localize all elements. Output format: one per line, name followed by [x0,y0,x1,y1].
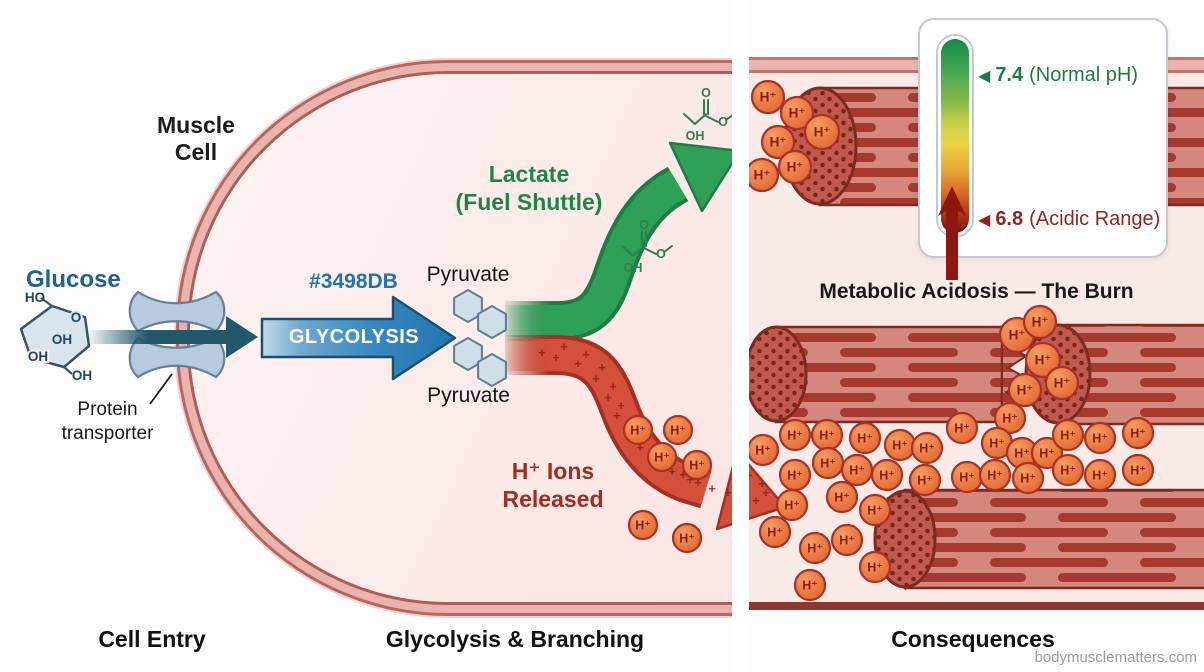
pyruvate-bottom-label: Pyruvate [427,384,510,407]
tissue-bottom-border [749,602,1204,610]
h-ions-label-line2: Released [502,486,604,513]
section-label-cell-entry: Cell Entry [98,626,206,652]
lactate-label-line2: (Fuel Shuttle) [455,189,603,216]
metabolic-acidosis-headline: Metabolic Acidosis — The Burn [819,280,1134,303]
muscle-cell-label: Muscle Cell [157,112,235,166]
section-label-consequences: Consequences [891,626,1055,652]
normal-ph-text: (Normal pH) [1029,64,1139,86]
glycolysis-arrow-label: GLYCOLYSIS [288,326,420,348]
section-label-glycolysis-branching: Glycolysis & Branching [385,626,645,652]
acidic-ph-pointer-icon: ◀ [978,211,991,229]
acidic-ph-marker: ◀6.8(Acidic Range) [978,208,1160,231]
hex-color-label: #3498DB [309,270,398,293]
lactate-label: Lactate (Fuel Shuttle) [429,160,629,216]
ph-gauge-thermometer [936,34,974,238]
lactate-label-line1: Lactate [488,161,570,187]
glucose-label: Glucose [26,266,121,293]
acidic-ph-value: 6.8 [995,208,1024,230]
normal-ph-pointer-icon: ◀ [978,67,991,85]
ph-gauge-card: ◀7.4(Normal pH) ◀6.8(Acidic Range) [918,18,1168,258]
pyruvate-top-label: Pyruvate [426,263,510,286]
watermark: bodymusclematters.com [1034,649,1197,666]
acidic-ph-text: (Acidic Range) [1029,208,1161,230]
membrane-gap-divider [732,0,749,672]
h-ions-label-line1: H⁺ Ions [511,458,595,484]
protein-transporter-label: Protein transporter [61,399,154,444]
h-ions-released-label: H⁺ Ions Released [463,457,643,513]
normal-ph-value: 7.4 [995,64,1024,86]
normal-ph-marker: ◀7.4(Normal pH) [978,64,1138,87]
ph-gradient-bar [941,39,969,233]
